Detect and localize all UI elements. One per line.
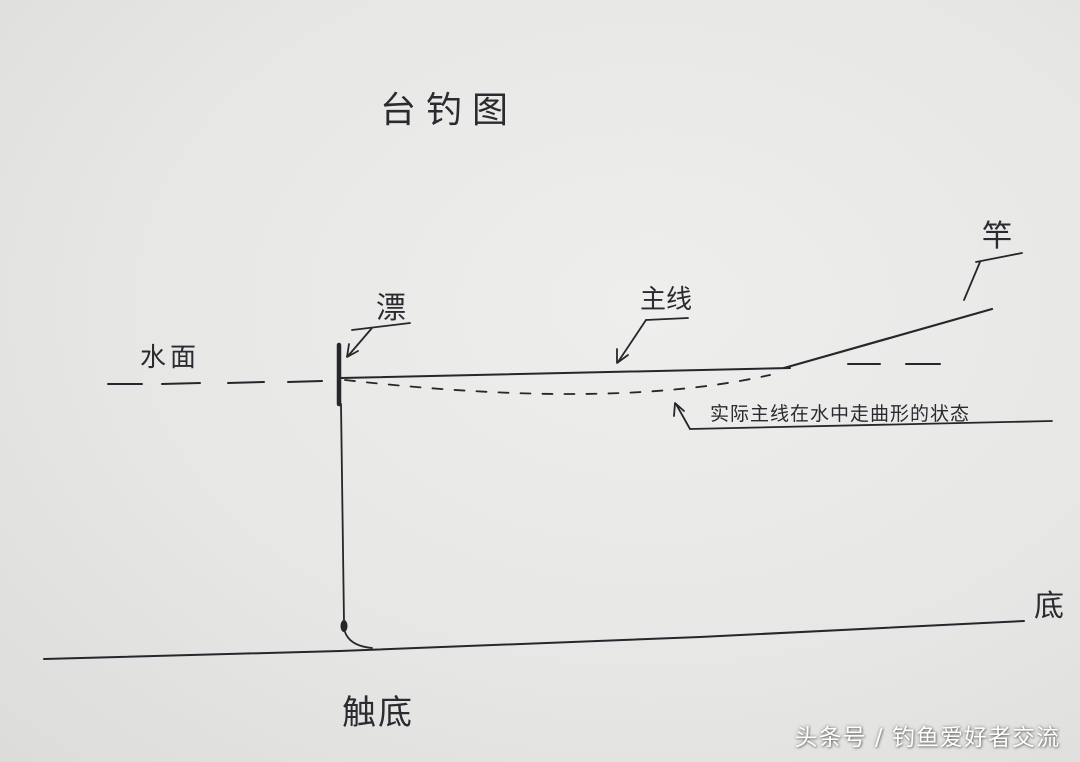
sinker [340, 620, 348, 632]
rod-label: 竿 [982, 219, 1012, 254]
watermark: 头条号 / 钓鱼爱好者交流 [794, 725, 1060, 751]
float-label-underline [351, 322, 411, 331]
actual-line-pointer-arrow [675, 403, 691, 430]
float-label: 漂 [376, 291, 406, 326]
fishing-rod [782, 307, 994, 370]
main-line-arrow-head [616, 348, 629, 364]
main-line-pointer-arrow [617, 319, 647, 363]
actual-line-state-underline [689, 420, 1053, 430]
main-line [340, 367, 791, 379]
water-surface-line [107, 363, 941, 385]
rod-pointer-arrow [963, 261, 981, 301]
actual-line-state-label: 实际主线在水中走曲形的状态 [710, 403, 970, 425]
water-surface-label: 水面 [140, 343, 200, 373]
float-pointer-arrow [347, 327, 373, 357]
main-line-label-underline [645, 317, 689, 321]
hook-line-on-bottom [344, 631, 373, 649]
main-line-label: 主线 [640, 285, 692, 315]
float-to-hook-line [340, 403, 345, 623]
hook-bottom-label: 触底 [342, 693, 414, 733]
bottom-line [43, 620, 1025, 660]
actual-line-arrow-head [673, 402, 685, 417]
bottom-label: 底 [1034, 589, 1064, 624]
diagram-title: 台钓图 [380, 90, 518, 131]
float-arrow-head [346, 343, 359, 358]
actual-line-curve [344, 374, 771, 395]
rod-label-underline [975, 252, 1023, 263]
